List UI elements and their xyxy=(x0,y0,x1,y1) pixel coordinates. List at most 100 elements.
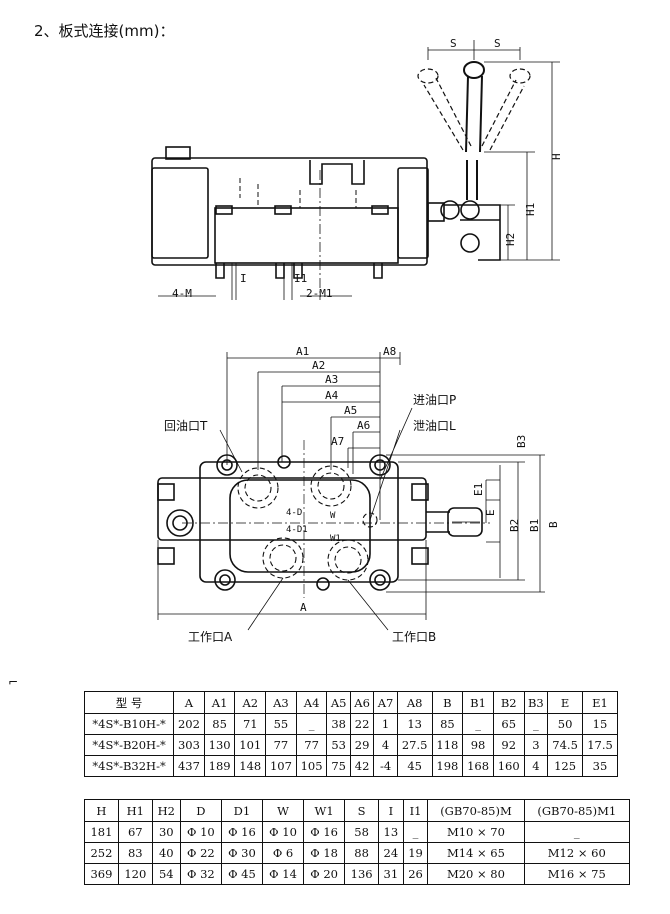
table-cell: 74.5 xyxy=(547,734,583,756)
table-cell: 30 xyxy=(151,821,181,843)
dim-i1: I1 xyxy=(294,272,307,285)
dim-a7: A7 xyxy=(331,435,344,448)
table-cell: 42 xyxy=(349,755,375,777)
header-cell: A6 xyxy=(349,691,375,714)
top-body xyxy=(157,477,427,541)
table-cell: 24 xyxy=(378,842,404,864)
section-heading: 2、板式连接(mm)： xyxy=(34,22,175,40)
table-cell: 71 xyxy=(234,713,267,735)
table-cell: 40 xyxy=(151,842,181,864)
header-cell: E xyxy=(547,691,583,714)
header-cell: A5 xyxy=(326,691,351,714)
table-cell: 101 xyxy=(234,734,267,756)
header-cell: D1 xyxy=(220,799,263,822)
dim-b: B xyxy=(547,521,560,528)
table-cell: 85 xyxy=(203,713,236,735)
table-cell: 252 xyxy=(84,842,119,864)
table-cell: 98 xyxy=(462,734,494,756)
side-right-cap xyxy=(397,167,429,259)
table-cell: 92 xyxy=(492,734,525,756)
header-cell: B xyxy=(431,691,464,714)
table-cell: 181 xyxy=(84,821,119,843)
dim-h1: H1 xyxy=(524,203,537,216)
dim-s-left: S xyxy=(450,37,457,50)
dim-i: I xyxy=(240,272,247,285)
table-cell: 130 xyxy=(203,734,236,756)
dim-e1: E1 xyxy=(472,483,485,496)
table-cell: 27.5 xyxy=(396,734,433,756)
dim-h2: H2 xyxy=(504,233,517,246)
side-left-cap xyxy=(151,167,209,259)
side-body xyxy=(151,157,428,266)
top-view-drawing xyxy=(157,440,490,598)
table-cell: Φ 22 xyxy=(179,842,222,864)
table-cell: *4S*-B20H-* xyxy=(83,734,175,756)
table-cell: 3 xyxy=(523,734,549,756)
header-cell: A3 xyxy=(265,691,297,714)
header-cell: A8 xyxy=(396,691,433,714)
header-cell: (GB70-85)M1 xyxy=(523,799,631,822)
label-drain-port-l: 泄油口L xyxy=(413,419,456,433)
table-cell: *4S*-B10H-* xyxy=(83,713,175,735)
header-cell: A2 xyxy=(234,691,267,714)
table-cell: 13 xyxy=(378,821,404,843)
table-cell: 125 xyxy=(547,755,583,777)
table-cell: Φ 32 xyxy=(179,863,222,885)
header-cell: I xyxy=(378,799,404,822)
table-cell: 22 xyxy=(349,713,375,735)
dim-a5: A5 xyxy=(344,404,357,417)
table-cell: Φ 30 xyxy=(220,842,263,864)
dim-b1: B1 xyxy=(528,519,541,532)
label-work-port-b: 工作口B xyxy=(392,630,436,644)
table-cell: 83 xyxy=(117,842,153,864)
table-cell: 58 xyxy=(344,821,380,843)
table-cell: Φ 18 xyxy=(303,842,346,864)
table-cell: _ xyxy=(295,713,328,735)
side-bolt-head xyxy=(165,146,191,160)
table-cell: 55 xyxy=(265,713,297,735)
table-cell: 303 xyxy=(173,734,205,756)
header-cell: B2 xyxy=(492,691,525,714)
table-cell: 26 xyxy=(402,863,429,885)
table-cell: 75 xyxy=(326,755,351,777)
table-cell: 202 xyxy=(173,713,205,735)
table-cell: -4 xyxy=(373,755,398,777)
table-cell: 13 xyxy=(396,713,433,735)
table-cell: 437 xyxy=(173,755,205,777)
table-cell: 160 xyxy=(492,755,525,777)
table-cell: 105 xyxy=(295,755,328,777)
dim-a1: A1 xyxy=(296,345,309,358)
dim-2m1: 2-M1 xyxy=(306,287,333,300)
table-cell: 107 xyxy=(265,755,297,777)
table-cell: 88 xyxy=(344,842,380,864)
header-cell: (GB70-85)M xyxy=(427,799,525,822)
table-cell: 118 xyxy=(431,734,464,756)
table-cell: 19 xyxy=(402,842,429,864)
table-cell: 4 xyxy=(523,755,549,777)
table-cell: 198 xyxy=(431,755,464,777)
top-subplate xyxy=(199,461,399,583)
table-cell: 369 xyxy=(84,863,119,885)
header-cell: I1 xyxy=(402,799,429,822)
table-cell: M12 × 60 xyxy=(523,842,631,864)
table-cell: 77 xyxy=(295,734,328,756)
dim-b2: B2 xyxy=(508,519,521,532)
table-cell: M20 × 80 xyxy=(427,863,525,885)
dim-s-right: S xyxy=(494,37,501,50)
table-cell: Φ 45 xyxy=(220,863,263,885)
table-cell: *4S*-B32H-* xyxy=(83,755,175,777)
table-cell: Φ 14 xyxy=(261,863,305,885)
header-cell: B3 xyxy=(523,691,549,714)
table-cell: _ xyxy=(523,821,631,843)
table-cell: Φ 16 xyxy=(220,821,263,843)
table-cell: _ xyxy=(523,713,549,735)
top-view-dimensions xyxy=(157,352,545,631)
table-cell: 67 xyxy=(117,821,153,843)
